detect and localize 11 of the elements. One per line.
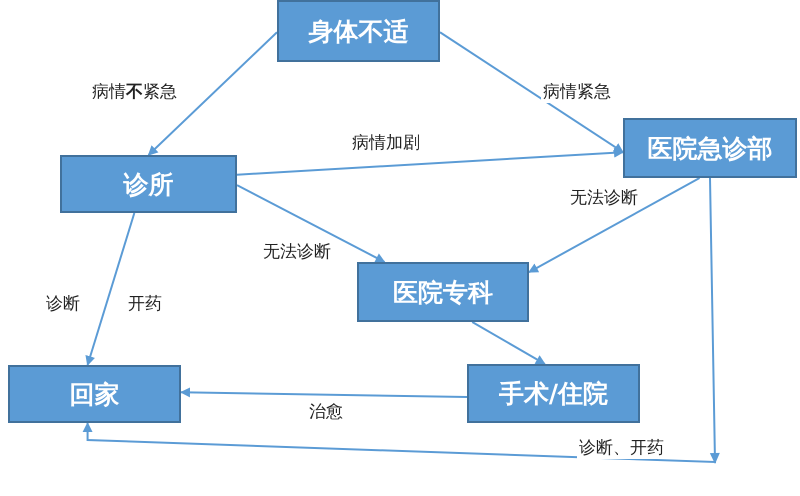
process-box: 回家 [8,365,181,423]
edge-label: 无法诊断 [261,240,333,263]
edge-label: 无法诊断 [568,186,640,209]
edge-label: 诊断 [44,292,82,315]
process-box: 手术/住院 [467,364,640,423]
process-box: 诊所 [60,155,237,213]
edge-label: 病情紧急 [541,80,613,103]
edge-label: 诊断、开药 [577,436,666,459]
process-box: 身体不适 [277,0,440,62]
process-box: 医院专科 [357,262,529,322]
process-box: 医院急诊部 [623,118,797,178]
